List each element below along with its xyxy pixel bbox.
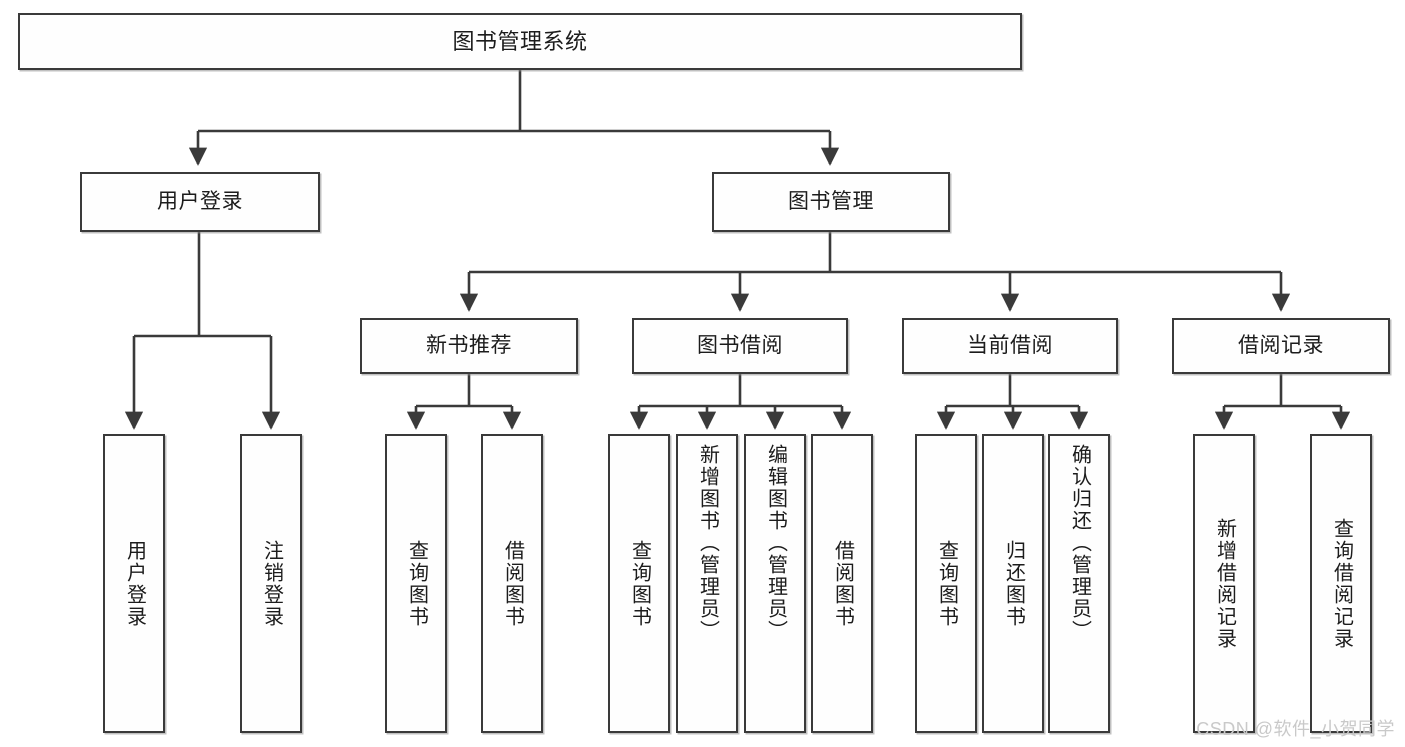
leaf-logout[interactable]: 注销登录: [240, 434, 302, 733]
node-label: 新增图书（管理员）: [696, 444, 719, 642]
node-current-borrow[interactable]: 当前借阅: [902, 318, 1118, 374]
leaf-user-login[interactable]: 用户登录: [103, 434, 165, 733]
node-borrow-record[interactable]: 借阅记录: [1172, 318, 1390, 374]
watermark-text: CSDN @软件_小贺同学: [1196, 719, 1395, 739]
node-new-book-recommend[interactable]: 新书推荐: [360, 318, 578, 374]
node-label: 借阅图书: [831, 539, 854, 628]
node-label: 图书管理系统: [452, 28, 588, 54]
node-label: 新书推荐: [426, 333, 512, 357]
node-label: 图书管理: [788, 189, 874, 213]
leaf-borrow-book-recommend[interactable]: 借阅图书: [481, 434, 543, 733]
leaf-edit-book-admin[interactable]: 编辑图书（管理员）: [744, 434, 806, 733]
node-label: 用户登录: [157, 189, 243, 213]
leaf-confirm-return-admin[interactable]: 确认归还（管理员）: [1048, 434, 1110, 733]
node-book-management[interactable]: 图书管理: [712, 172, 950, 232]
node-label: 查询借阅记录: [1330, 517, 1353, 650]
node-user-login[interactable]: 用户登录: [80, 172, 320, 232]
node-label: 查询图书: [628, 539, 651, 628]
leaf-borrow-book[interactable]: 借阅图书: [811, 434, 873, 733]
node-label: 查询图书: [405, 539, 428, 628]
node-root-system[interactable]: 图书管理系统: [18, 13, 1022, 70]
node-label: 查询图书: [935, 539, 958, 628]
node-label: 用户登录: [123, 539, 146, 628]
leaf-query-book-current[interactable]: 查询图书: [915, 434, 977, 733]
leaf-query-book-borrow[interactable]: 查询图书: [608, 434, 670, 733]
leaf-return-book[interactable]: 归还图书: [982, 434, 1044, 733]
node-label: 归还图书: [1002, 539, 1025, 628]
node-label: 注销登录: [260, 539, 283, 628]
node-label: 当前借阅: [967, 333, 1053, 357]
leaf-query-borrow-record[interactable]: 查询借阅记录: [1310, 434, 1372, 733]
leaf-query-book-recommend[interactable]: 查询图书: [385, 434, 447, 733]
leaf-add-borrow-record[interactable]: 新增借阅记录: [1193, 434, 1255, 733]
node-label: 图书借阅: [697, 333, 783, 357]
node-label: 借阅图书: [501, 539, 524, 628]
node-label: 编辑图书（管理员）: [764, 444, 787, 642]
node-label: 确认归还（管理员）: [1068, 444, 1091, 642]
leaf-add-book-admin[interactable]: 新增图书（管理员）: [676, 434, 738, 733]
node-book-borrow[interactable]: 图书借阅: [632, 318, 848, 374]
node-label: 借阅记录: [1238, 333, 1324, 357]
node-label: 新增借阅记录: [1213, 517, 1236, 650]
